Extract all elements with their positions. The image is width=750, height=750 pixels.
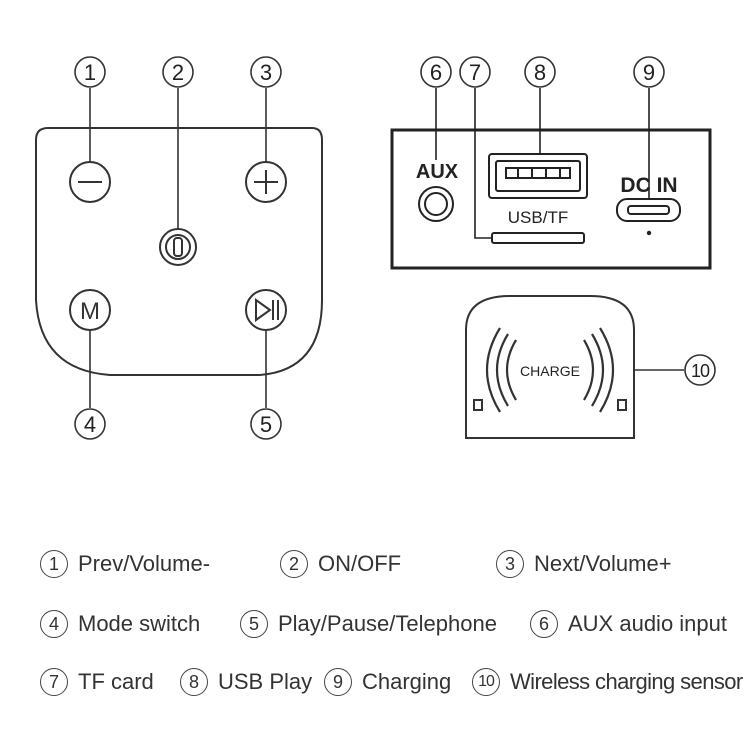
legend-item-8: 8 USB Play — [180, 668, 312, 696]
callout-5: 5 — [250, 408, 282, 440]
usb-tf-label: USB/TF — [508, 208, 568, 227]
callout-3: 3 — [250, 56, 282, 88]
prev-volume-minus-button[interactable] — [69, 161, 111, 203]
legend-item-7: 7 TF card — [40, 668, 154, 696]
callout-4-number: 4 — [84, 412, 96, 437]
legend-number-4: 4 — [40, 610, 68, 638]
usb-port[interactable] — [488, 153, 588, 199]
dc-in-port[interactable] — [616, 198, 681, 222]
legend-number-5: 5 — [240, 610, 268, 638]
callout-10-number: 10 — [691, 361, 710, 381]
control-leader-lines — [89, 88, 267, 408]
callout-6: 6 — [420, 56, 452, 88]
legend-number-8: 8 — [180, 668, 208, 696]
next-volume-plus-button[interactable] — [245, 161, 287, 203]
legend-row-2: 4 Mode switch 5 Play/Pause/Telephone 6 A… — [0, 610, 750, 650]
legend-item-9: 9 Charging — [324, 668, 451, 696]
legend-label-1: Prev/Volume- — [78, 551, 211, 576]
aux-label: AUX — [416, 161, 459, 183]
legend-number-2: 2 — [280, 550, 308, 578]
legend-item-10: 10 Wireless charging sensor — [472, 668, 743, 696]
charge-label: CHARGE — [520, 363, 580, 379]
legend-label-10: Wireless charging sensor — [510, 669, 743, 694]
callout-6-number: 6 — [430, 60, 442, 85]
aux-jack[interactable] — [418, 186, 454, 222]
charge-waves-right — [583, 327, 615, 413]
legend-label-2: ON/OFF — [318, 551, 402, 576]
legend-label-8: USB Play — [218, 669, 313, 694]
callout-7: 7 — [459, 56, 491, 88]
legend-item-2: 2 ON/OFF — [280, 550, 401, 578]
callout-9: 9 — [633, 56, 665, 88]
legend-label-5: Play/Pause/Telephone — [278, 611, 497, 636]
charging-pad-body — [465, 295, 635, 439]
mode-button-label: M — [80, 298, 100, 325]
legend-item-6: 6 AUX audio input — [530, 610, 727, 638]
port-panel — [390, 88, 712, 270]
legend-number-6: 6 — [530, 610, 558, 638]
callout-2-number: 2 — [172, 60, 184, 85]
callout-10: 10 — [684, 354, 716, 386]
callout-7-number: 7 — [469, 60, 481, 85]
charge-waves-left — [485, 327, 517, 413]
legend-label-9: Charging — [362, 669, 452, 694]
charging-indicator-led — [646, 230, 652, 236]
tf-card-slot[interactable] — [491, 232, 585, 244]
legend-number-10: 10 — [472, 668, 500, 696]
legend-row-1: 1 Prev/Volume- 2 ON/OFF 3 Next/Volume+ — [0, 550, 750, 590]
legend-row-3: 7 TF card 8 USB Play 9 Charging 10 Wirel… — [0, 668, 750, 708]
port-leader-lines — [435, 88, 650, 239]
legend-item-1: 1 Prev/Volume- — [40, 550, 210, 578]
wireless-charging-pad — [465, 295, 684, 439]
on-off-button[interactable] — [159, 228, 197, 266]
callout-1: 1 — [74, 56, 106, 88]
callout-8-number: 8 — [534, 60, 546, 85]
control-panel — [35, 88, 323, 408]
legend-number-3: 3 — [496, 550, 524, 578]
legend-label-6: AUX audio input — [568, 611, 727, 636]
play-pause-button[interactable] — [245, 289, 287, 331]
dc-in-label: DC IN — [620, 174, 677, 197]
legend-label-3: Next/Volume+ — [534, 551, 672, 576]
callout-4: 4 — [74, 408, 106, 440]
callout-1-number: 1 — [84, 60, 96, 85]
port-panel-body — [390, 128, 712, 270]
callout-9-number: 9 — [643, 60, 655, 85]
legend-item-4: 4 Mode switch — [40, 610, 200, 638]
control-panel-body — [35, 127, 323, 376]
legend-item-3: 3 Next/Volume+ — [496, 550, 672, 578]
legend-number-1: 1 — [40, 550, 68, 578]
callout-2: 2 — [162, 56, 194, 88]
legend-label-4: Mode switch — [78, 611, 201, 636]
legend-number-7: 7 — [40, 668, 68, 696]
callout-3-number: 3 — [260, 60, 272, 85]
callout-8: 8 — [524, 56, 556, 88]
legend-item-5: 5 Play/Pause/Telephone — [240, 610, 497, 638]
legend-number-9: 9 — [324, 668, 352, 696]
legend-label-7: TF card — [78, 669, 154, 694]
callout-5-number: 5 — [260, 412, 272, 437]
